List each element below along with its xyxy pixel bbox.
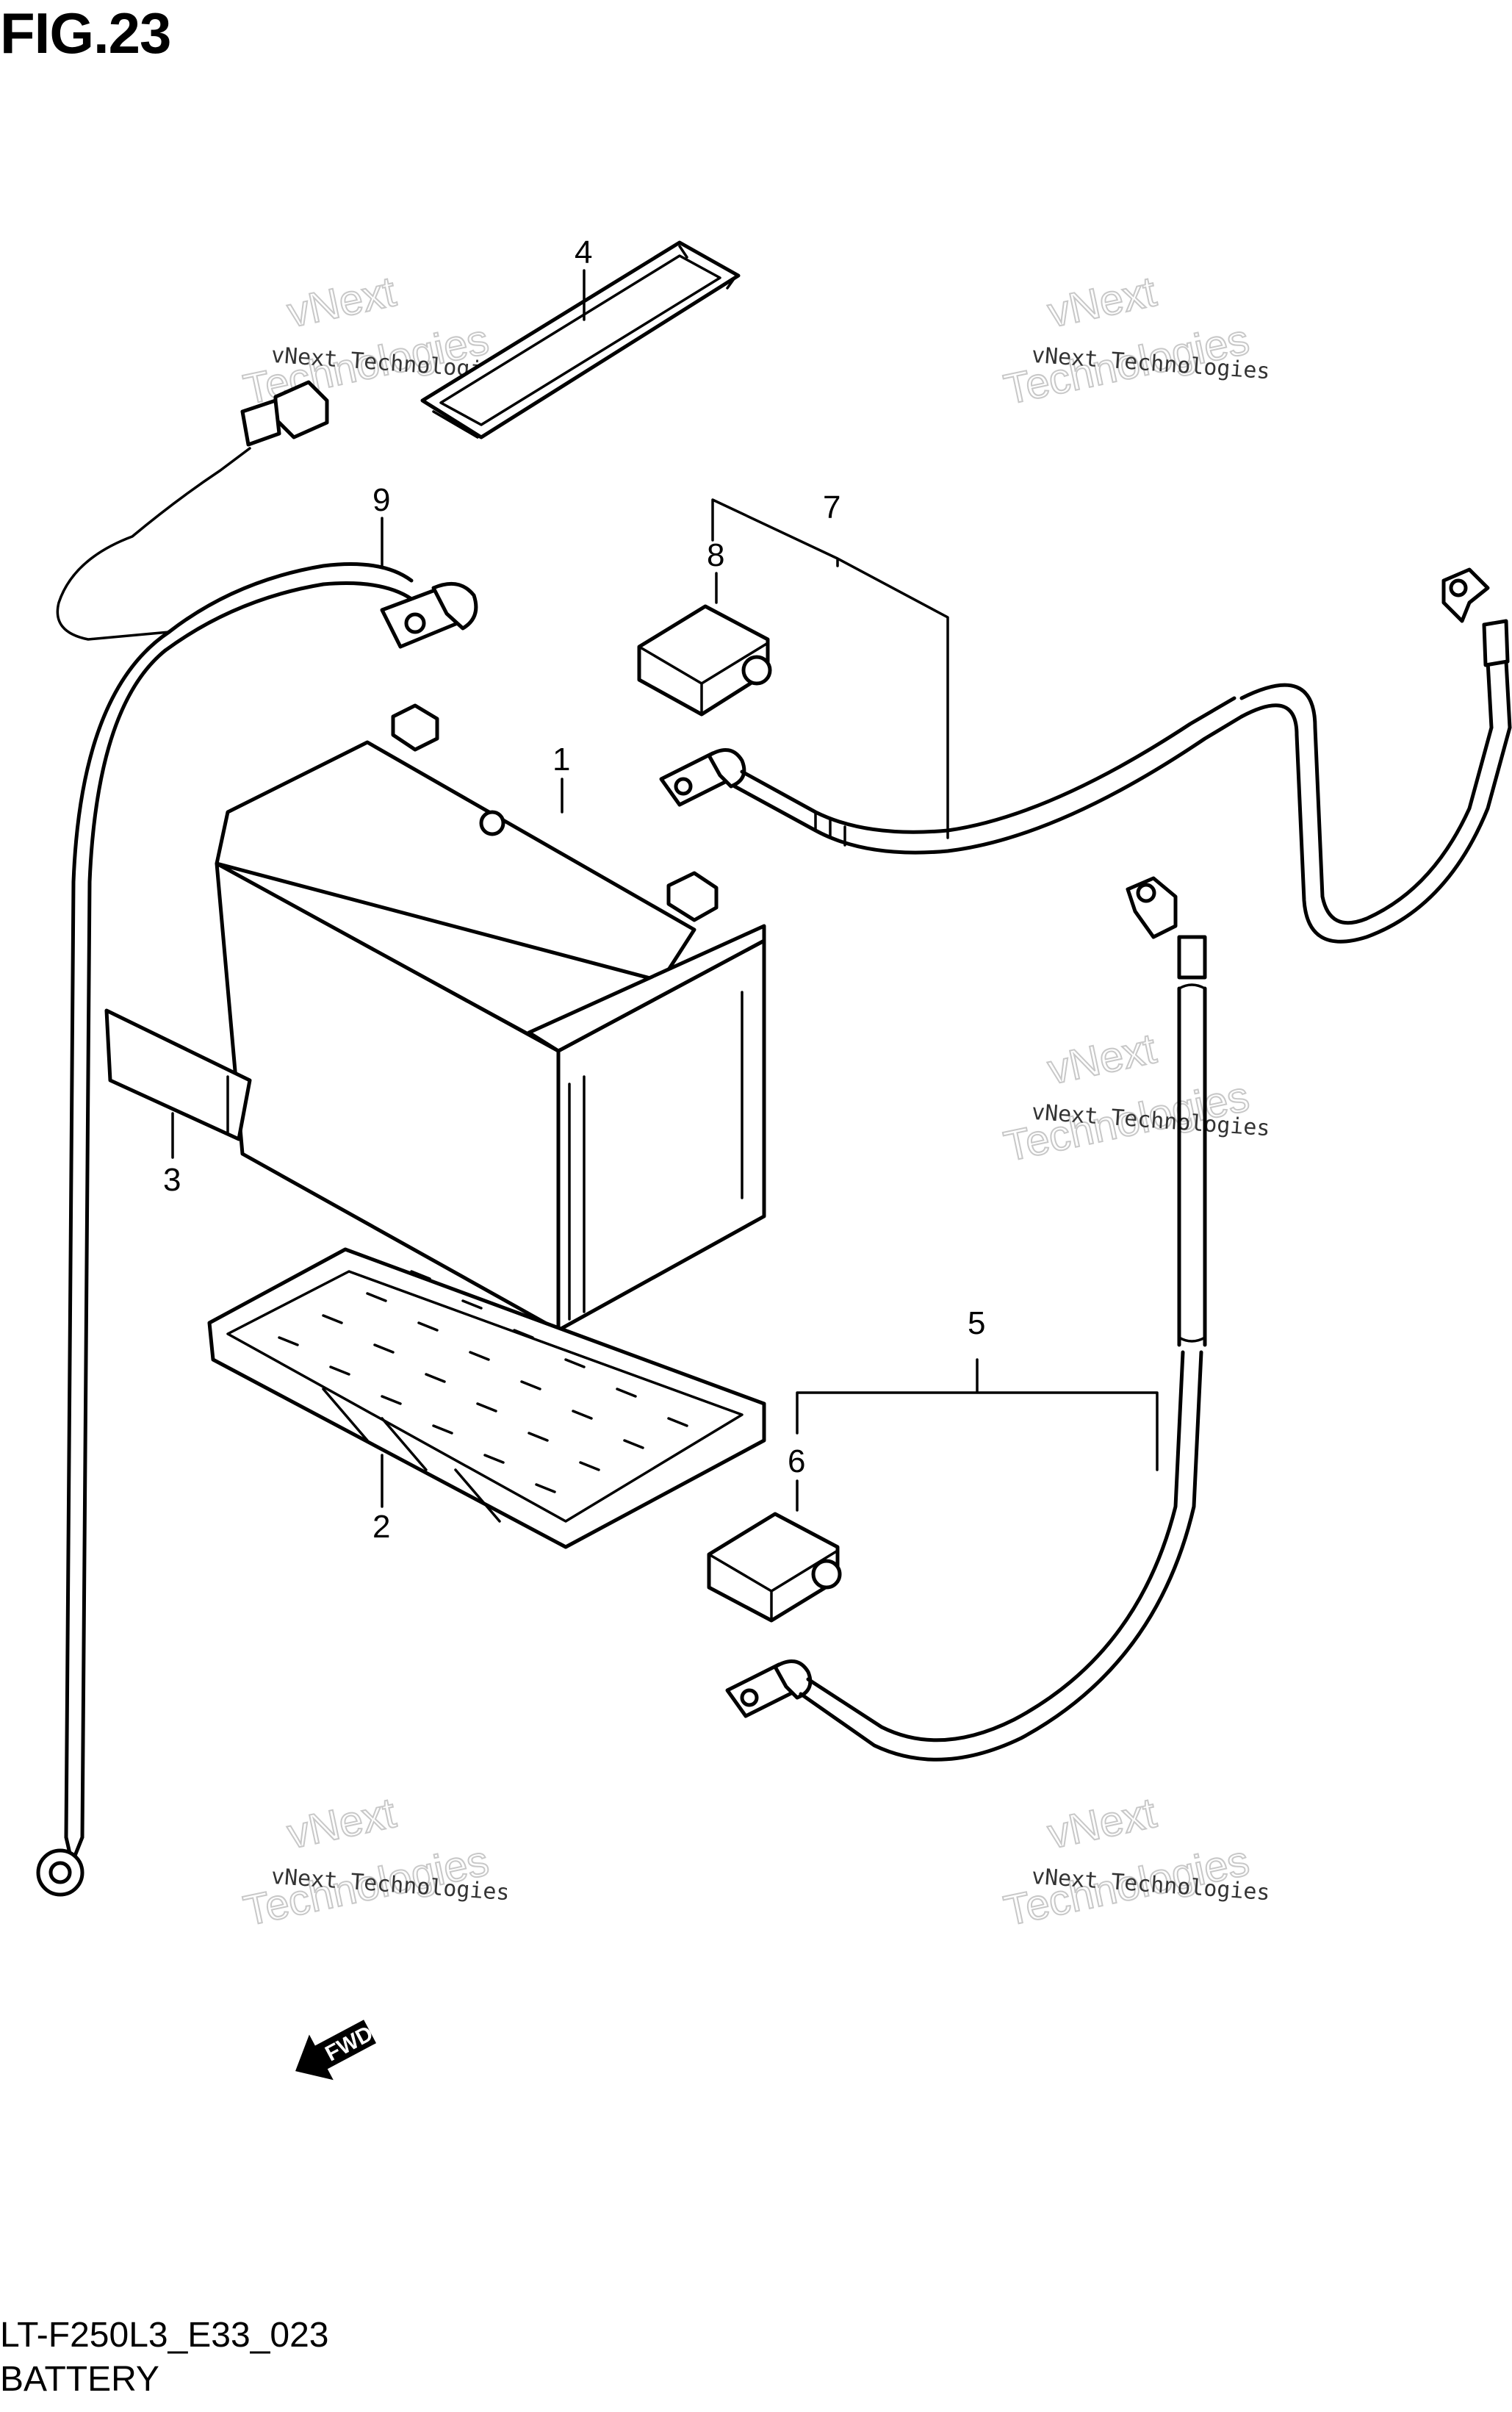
watermark-mid-right: vNext Technologies vNext Technologies xyxy=(999,1024,1271,1171)
watermark-bottom-right: vNext Technologies vNext Technologies xyxy=(999,1788,1271,1936)
callout-1: 1 xyxy=(552,742,570,778)
watermark-big-text-1: vNext xyxy=(284,268,400,337)
callout-9: 9 xyxy=(372,482,390,518)
callout-2: 2 xyxy=(372,1509,390,1545)
drawing-code: LT-F250L3_E33_023 xyxy=(0,2316,329,2355)
part-4-battery-band xyxy=(420,240,741,439)
part-6-terminal-cover xyxy=(707,1512,842,1623)
battery-terminal-positive-icon xyxy=(666,871,719,922)
watermark-big-text-11: vNext xyxy=(1044,1789,1161,1858)
callout-8: 8 xyxy=(707,537,724,573)
watermark-big-text-9: vNext xyxy=(284,1789,400,1858)
part-2-battery-tray xyxy=(207,1247,766,1549)
figure-caption: BATTERY xyxy=(0,2360,159,2399)
leader-5 xyxy=(796,1358,1159,1471)
watermark-bottom-left: vNext Technologies vNext Technologies xyxy=(239,1788,511,1936)
callout-3: 3 xyxy=(163,1162,181,1198)
callout-4: 4 xyxy=(575,234,592,270)
part-9-cable-with-connector xyxy=(36,380,478,1897)
leader-7 xyxy=(711,498,949,839)
battery-terminal-negative-icon xyxy=(391,703,439,752)
watermark-big-text-3: vNext xyxy=(1044,268,1161,337)
figure-number: FIG.23 xyxy=(0,1,171,65)
callout-5: 5 xyxy=(968,1305,985,1341)
part-3-label-pad xyxy=(104,1008,252,1141)
fwd-arrow-icon: FWD xyxy=(295,2020,377,2081)
watermark-big-text-7: vNext xyxy=(1044,1024,1161,1094)
callout-7: 7 xyxy=(823,489,840,525)
part-7-positive-cable xyxy=(659,567,1512,944)
callout-6: 6 xyxy=(788,1443,805,1479)
part-8-terminal-cover xyxy=(637,604,772,717)
part-5-negative-cable xyxy=(725,876,1207,1762)
watermark-top-right: vNext Technologies vNext Technologies xyxy=(999,267,1271,414)
part-1-battery xyxy=(215,703,766,1332)
